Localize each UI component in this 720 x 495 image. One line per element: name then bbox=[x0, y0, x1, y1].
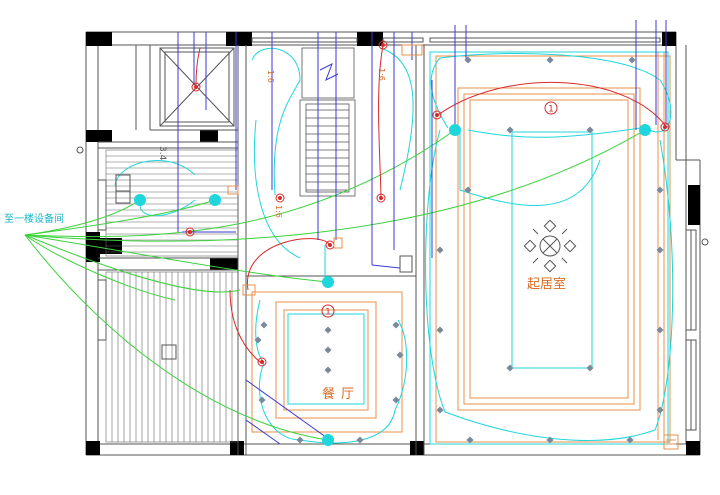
spot-light-icon bbox=[392, 321, 400, 329]
spot-light-icon bbox=[392, 396, 400, 404]
spot-light-icon bbox=[628, 56, 636, 64]
spot-light-icon bbox=[586, 126, 594, 134]
ceiling-outlines bbox=[251, 52, 671, 443]
hatched-slab bbox=[105, 149, 239, 443]
spot-light-icon bbox=[656, 406, 664, 414]
chandelier-icon bbox=[523, 219, 577, 273]
spot-light-icon bbox=[546, 56, 554, 64]
spot-light-icon bbox=[506, 364, 514, 372]
spot-light-icon bbox=[324, 346, 332, 354]
spot-light-icon bbox=[324, 366, 332, 374]
spot-light-icon bbox=[324, 326, 332, 334]
spot-lights bbox=[254, 56, 664, 444]
spot-light-icon bbox=[546, 436, 554, 444]
stair-dim-label: 1:6 bbox=[266, 70, 275, 83]
lighting-trims bbox=[287, 51, 669, 445]
circuit-marker-dining: 1 bbox=[321, 304, 335, 318]
spot-light-icon bbox=[466, 436, 474, 444]
living-room-label: 起居室 bbox=[527, 276, 566, 292]
lamp-room-left bbox=[134, 194, 146, 206]
spot-light-icon bbox=[656, 326, 664, 334]
spot-light-icon bbox=[436, 326, 444, 334]
lamp-dining-bottom bbox=[322, 434, 334, 446]
stair-top bbox=[299, 47, 356, 197]
lamp-room-mid bbox=[209, 194, 221, 206]
spot-light-icon bbox=[436, 406, 444, 414]
spot-light-icon bbox=[396, 351, 404, 359]
spot-light-icon bbox=[260, 321, 268, 329]
interior-walls bbox=[97, 37, 697, 455]
svg-text:1: 1 bbox=[548, 105, 554, 115]
spot-light-icon bbox=[356, 436, 364, 444]
spot-light-icon bbox=[436, 246, 444, 254]
spot-light-icon bbox=[586, 364, 594, 372]
spot-light-icon bbox=[254, 336, 262, 344]
lamp-living-left bbox=[449, 124, 461, 136]
spot-light-icon bbox=[656, 186, 664, 194]
exterior-fixture bbox=[76, 146, 84, 154]
spot-light-icon bbox=[296, 436, 304, 444]
exterior-fixture bbox=[701, 238, 709, 246]
spot-light-icon bbox=[656, 246, 664, 254]
switch-boxes bbox=[115, 44, 679, 450]
lamp-corridor bbox=[322, 276, 334, 288]
spot-light-icon bbox=[258, 396, 266, 404]
circuit-marker-living: 1 bbox=[544, 101, 558, 115]
lamp-living-right bbox=[639, 124, 651, 136]
spot-light-icon bbox=[626, 436, 634, 444]
green-feeders bbox=[24, 129, 646, 441]
svg-text:1: 1 bbox=[325, 308, 331, 318]
stair-dim-label: 1:6 bbox=[377, 68, 386, 81]
ceiling-lamps bbox=[134, 124, 651, 446]
spot-light-icon bbox=[464, 186, 472, 194]
equipment-room-label: 至一楼设备间 bbox=[4, 212, 64, 225]
side-code-label: 3.4 bbox=[157, 146, 167, 161]
blue-drops bbox=[177, 20, 667, 445]
spot-light-icon bbox=[506, 126, 514, 134]
outlet-points bbox=[185, 40, 670, 367]
dining-room-label: 餐厅 bbox=[322, 386, 360, 402]
stair-break-mark bbox=[319, 62, 339, 82]
red-circuits bbox=[195, 44, 666, 363]
stair-dim-label: 1:6 bbox=[274, 205, 283, 218]
spot-light-icon bbox=[464, 56, 472, 64]
